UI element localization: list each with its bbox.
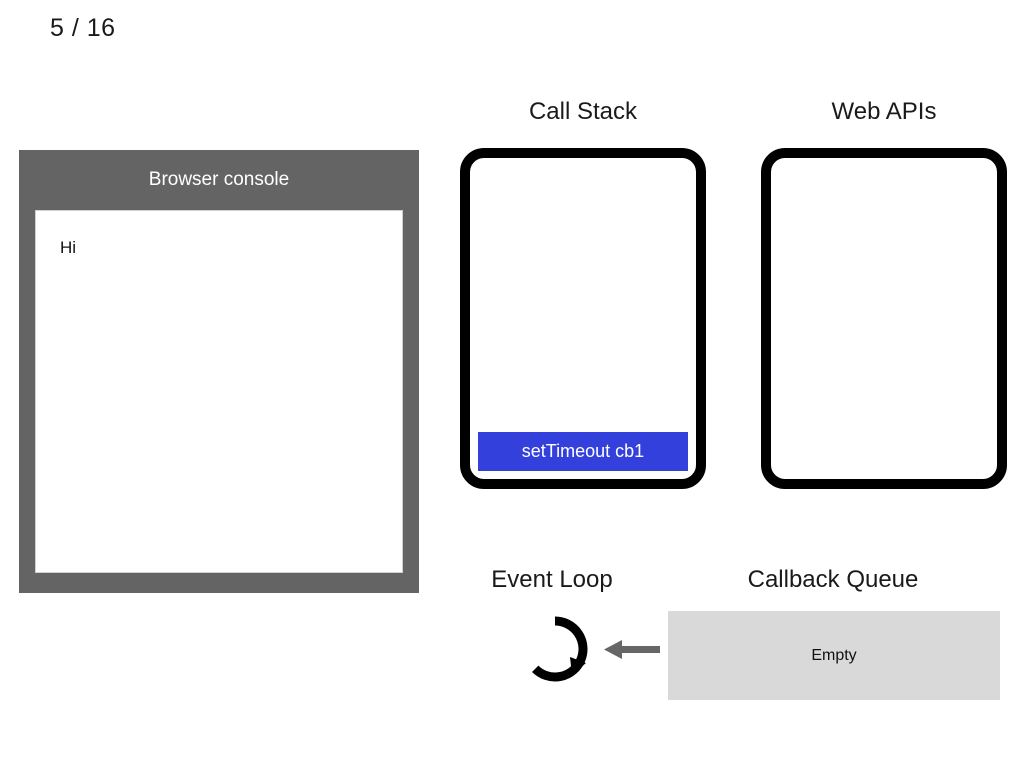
call-stack-title: Call Stack <box>528 98 638 125</box>
stack-frame[interactable]: setTimeout cb1 <box>478 432 688 471</box>
web-apis-box <box>761 148 1007 489</box>
slide-counter: 5 / 16 <box>50 14 116 42</box>
arrow-left-icon <box>604 637 660 663</box>
console-log-line: Hi <box>60 238 77 257</box>
callback-queue-box: Empty <box>668 611 1000 700</box>
callback-queue-title: Callback Queue <box>747 566 919 593</box>
call-stack-frames: setTimeout cb1 <box>470 432 696 479</box>
web-apis-title: Web APIs <box>831 98 937 125</box>
browser-console-title: Browser console <box>148 169 290 190</box>
callback-queue-status: Empty <box>811 646 857 664</box>
browser-console-panel: Browser console Hi <box>19 150 419 593</box>
call-stack-box: setTimeout cb1 <box>460 148 706 489</box>
browser-console-output: Hi <box>35 210 403 573</box>
event-loop-title: Event Loop <box>491 566 613 593</box>
circular-arrow-icon <box>519 613 591 685</box>
